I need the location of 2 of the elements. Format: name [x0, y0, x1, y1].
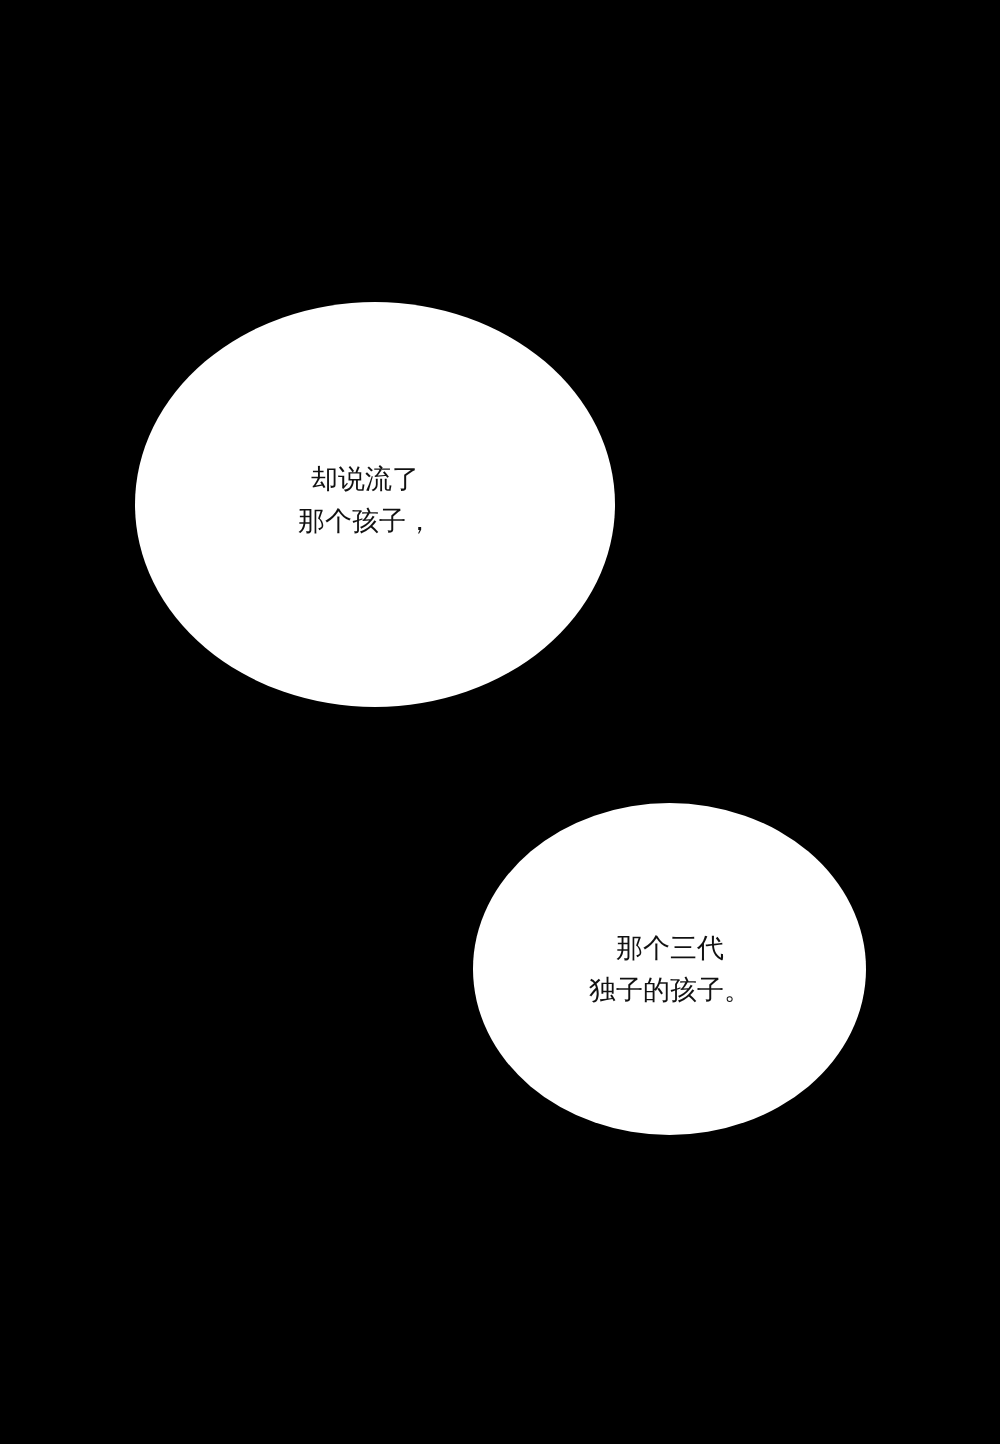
dialogue-text: 那个三代独子的孩子。 [588, 931, 751, 1007]
dialogue-text: 却说流了那个孩子， [297, 461, 433, 538]
